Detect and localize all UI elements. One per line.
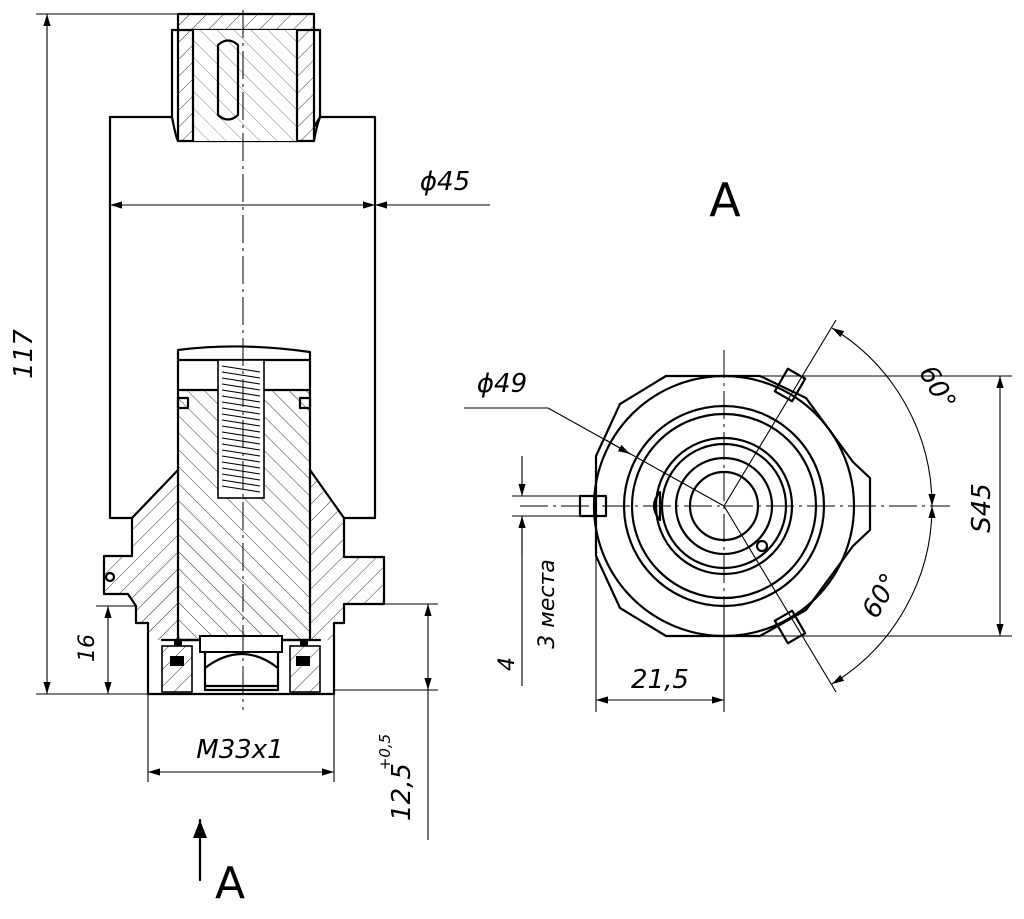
section-marker-label: A: [215, 858, 245, 909]
slot-count-label: 3 места: [535, 559, 560, 649]
dim-across-flats: S45: [760, 375, 1012, 637]
dim-overall-length: 117: [9, 13, 178, 695]
thread-label: M33x1: [196, 735, 283, 765]
top-connector: [170, 12, 322, 143]
thread-length-tol-label: +0,5: [376, 734, 394, 770]
angle-bottom-label: 60°: [857, 569, 906, 624]
lower-section: [104, 345, 384, 693]
side-section-view: 117 16 ϕ45 M33x1 12,5: [9, 10, 490, 909]
view-a: A ϕ49 S45: [464, 173, 1012, 712]
thread-length-main-label: 12,5: [387, 763, 417, 821]
overall-length-label: 117: [9, 329, 39, 379]
view-a-title: A: [709, 173, 741, 227]
dim-slot-width: 4 3 места: [495, 456, 580, 686]
section-marker: A: [193, 818, 245, 909]
dim-thread: M33x1: [147, 694, 335, 782]
slot-width-label: 4: [495, 657, 520, 671]
dim-flange-offset: 16: [75, 605, 136, 694]
dim-body-diameter: ϕ45: [110, 167, 490, 209]
body-diameter-label: ϕ45: [420, 167, 470, 197]
flange-diameter-label: ϕ49: [477, 369, 527, 399]
dim-slot-position: 21,5: [595, 556, 725, 712]
dim-angle-bottom: 60°: [831, 505, 936, 685]
dim-flange-diameter: ϕ49: [464, 369, 725, 507]
flange-offset-label: 16: [75, 634, 100, 662]
across-flats-label: S45: [967, 483, 997, 533]
dim-thread-length: 12,5 +0,5: [334, 603, 438, 840]
slot-position-label: 21,5: [631, 665, 689, 695]
angle-top-label: 60°: [912, 361, 961, 416]
